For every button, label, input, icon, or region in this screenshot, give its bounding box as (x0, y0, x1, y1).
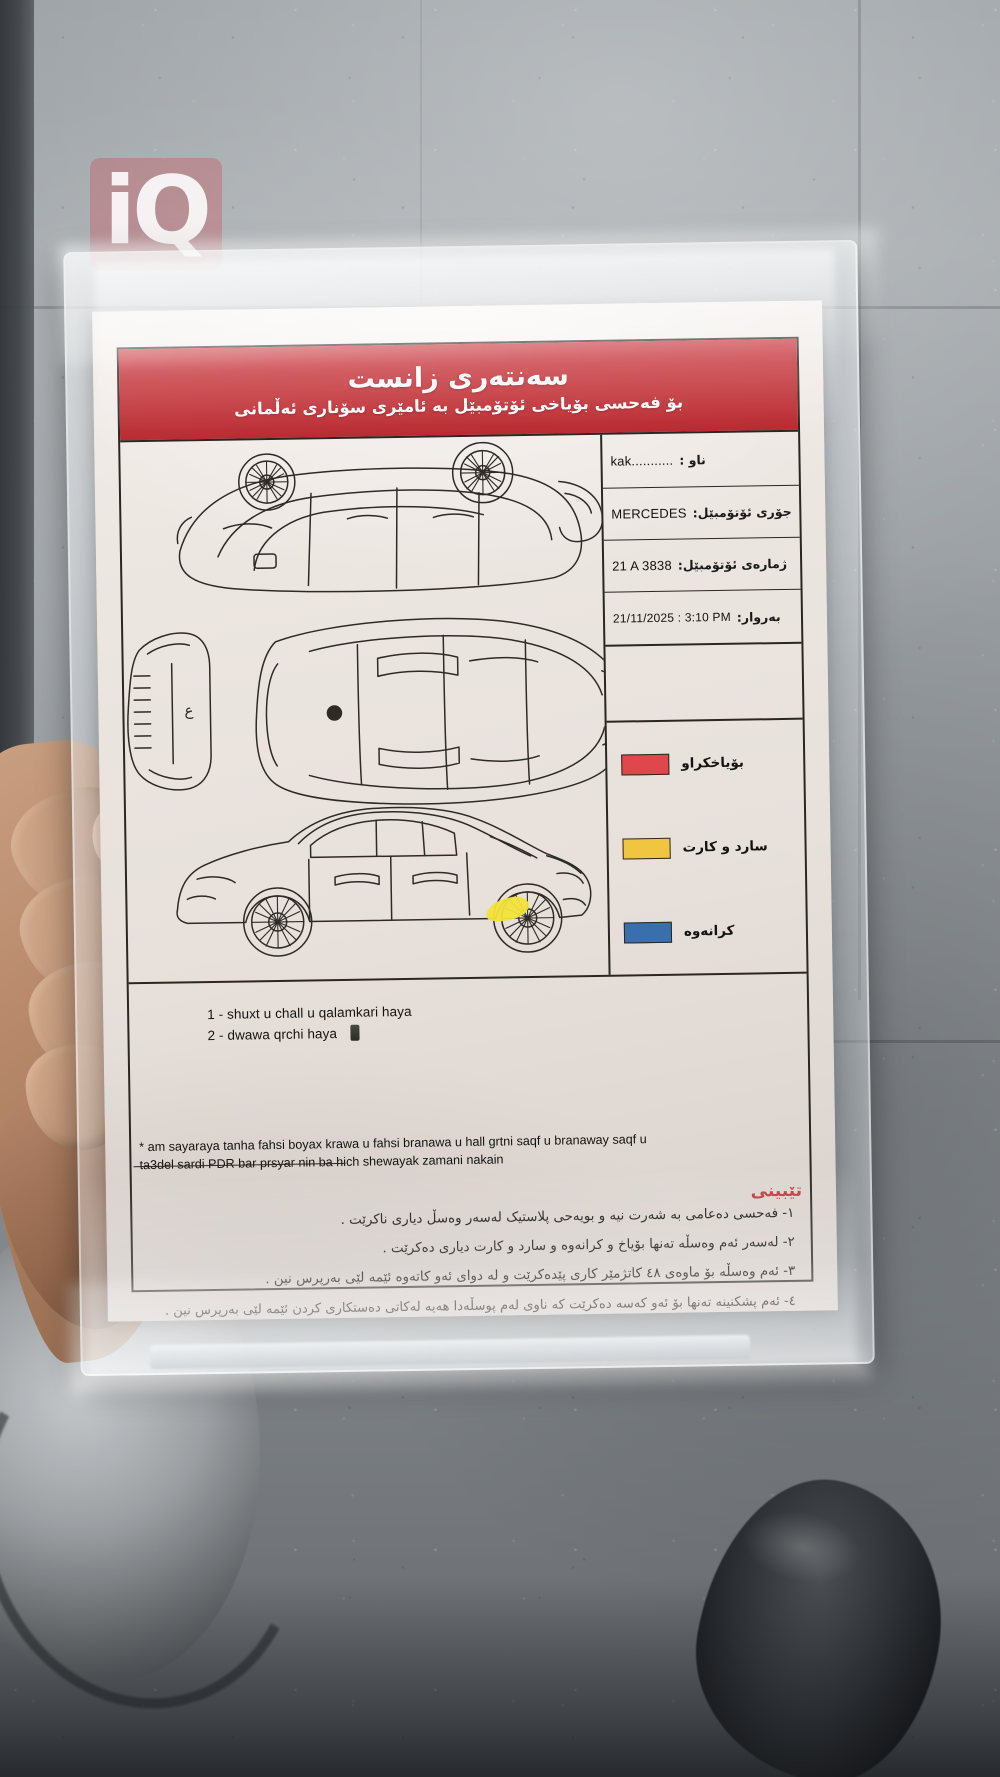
inspection-certificate-document: سەنتەری زانست بۆ فەحسی بۆیاخی ئۆتۆمبێل ب… (92, 300, 838, 1322)
ink-smudge-mark (350, 1024, 361, 1041)
car-diagram-svg: ع (127, 441, 611, 957)
legend-swatch-blue (623, 921, 673, 944)
english-note-rest: ba hich shewayak zamani nakain (318, 1152, 504, 1170)
info-label-date: بەروار: (736, 608, 781, 625)
kurdish-terms-list: ١- فەحسی دەعامی بە شەرت نیە و بویەحی پلا… (132, 1206, 812, 1322)
legend-label-cold-card: سارد و کارت (682, 838, 768, 856)
info-label-name: ناو : (679, 452, 706, 468)
document-header-banner: سەنتەری زانست بۆ فەحسی بۆیاخی ئۆتۆمبێل ب… (118, 338, 799, 443)
info-value-plate-number: 21 A 3838 (612, 557, 672, 574)
kurdish-note-3: ٣- ئەم وەسڵە بۆ ماوەی ٤٨ کاتژمێر کاری پێ… (265, 1264, 796, 1288)
document-body: ع (120, 431, 807, 983)
legend-swatch-red (621, 753, 670, 776)
vehicle-info-table: ناو : kak........... جۆری ئۆتۆمبێل: MERC… (602, 431, 802, 647)
info-value-name: kak........... (610, 452, 674, 469)
svg-text:ع: ع (184, 701, 193, 719)
notes-heading: تێبینی (750, 1180, 803, 1202)
document-title: سەنتەری زانست (347, 359, 569, 395)
info-label-plate-number: ژمارەی ئۆتۆمبێل: (677, 555, 788, 573)
legend-item-painted: بۆیاخکراو (607, 720, 804, 807)
info-row-name: ناو : kak........... (602, 431, 799, 489)
car-top-plan-view: ع (127, 617, 611, 805)
legend-item-cold-card: سارد و کارت (608, 804, 805, 891)
info-row-date: بەروار: 21/11/2025 : 3:10 PM (604, 589, 802, 647)
handwritten-notes-panel: 1 - shuxt u chall u qalamkari haya 2 - d… (128, 971, 809, 1133)
english-note-struck-text: ta3del sardi PDR bar prsyar nin (133, 1154, 346, 1175)
info-value-date: 21/11/2025 : 3:10 PM (612, 609, 731, 626)
car-side-profile-view (176, 806, 592, 957)
legend-label-opened: کرانەوە (683, 922, 735, 940)
handwritten-note-2-wrap: 2 - dwawa qrchi haya (207, 1023, 412, 1047)
info-label-vehicle-type: جۆری ئۆتۆمبێل: (692, 503, 792, 521)
legend-item-opened: کرانەوە (609, 888, 806, 975)
handwritten-note-1: 1 - shuxt u chall u qalamkari haya (207, 1003, 412, 1023)
empty-cell (605, 643, 803, 723)
legend-swatch-yellow (622, 837, 671, 860)
document-subtitle: بۆ فەحسی بۆیاخی ئۆتۆمبێل بە ئامێری سۆنار… (233, 392, 684, 419)
color-legend: بۆیاخکراو سارد و کارت کرانەوە (607, 720, 807, 975)
legend-label-painted: بۆیاخکراو (681, 754, 745, 772)
watermark-text: iQ (103, 158, 212, 266)
handwritten-notes: 1 - shuxt u chall u qalamkari haya 2 - d… (207, 1002, 412, 1047)
info-row-plate-number: ژمارەی ئۆتۆمبێل: 21 A 3838 (603, 537, 801, 593)
kurdish-note-2: ٢- لەسەر ئەم وەسڵە تەنها بۆیاخ و کرانەوە… (382, 1235, 795, 1257)
car-diagram-panel: ع (120, 434, 611, 983)
car-top-roof-view (176, 441, 604, 593)
info-value-vehicle-type: MERCEDES (611, 505, 687, 522)
info-row-vehicle-type: جۆری ئۆتۆمبێل: MERCEDES (602, 485, 800, 541)
handwritten-note-2: 2 - dwawa qrchi haya (207, 1025, 338, 1043)
